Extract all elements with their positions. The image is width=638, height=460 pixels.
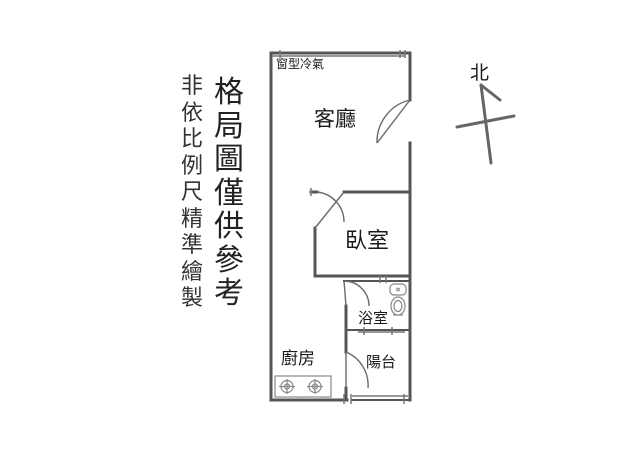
disclaimer-char: 例 [181, 153, 204, 179]
disclaimer-char: 供 [214, 209, 244, 244]
door-balcony-swing [345, 351, 369, 389]
disclaimer-char: 依 [181, 100, 204, 126]
disclaimer-char: 格 [214, 75, 244, 110]
windows [272, 50, 408, 404]
balcony-label: 陽台 [366, 353, 397, 371]
disclaimer-char: 比 [181, 127, 204, 152]
disclaimer-not-to-scale: 非 依 比 例 尺 精 準 繪 製 [181, 76, 203, 315]
door-bathroom [343, 280, 347, 307]
compass-north-needle [479, 83, 493, 165]
kitchen-label: 廚房 [281, 349, 315, 369]
disclaimer-char: 精 [181, 206, 204, 232]
compass-north-label: 北 [470, 62, 490, 84]
disclaimer-for-reference: 格 局 圖 僅 供 參 考 [214, 78, 244, 313]
doors [314, 99, 411, 389]
disclaimer-char: 局 [214, 108, 244, 144]
door-entrance-swing [376, 99, 411, 144]
disclaimer-char: 非 [181, 74, 204, 99]
fixtures [274, 283, 407, 398]
disclaimer-char: 製 [181, 286, 204, 311]
disclaimer-char: 準 [181, 233, 204, 258]
disclaimer-char: 考 [214, 276, 244, 311]
compass-north-arrowhead [479, 83, 502, 102]
disclaimer-char: 僅 [214, 175, 244, 211]
compass-rose [455, 83, 516, 165]
walls [269, 51, 412, 402]
disclaimer-char: 尺 [181, 180, 204, 205]
window-ac-label: 窗型冷氣 [276, 57, 325, 71]
compass-east-west-line [455, 114, 516, 129]
living-room-label: 客廳 [314, 107, 356, 131]
door-entrance [376, 99, 411, 144]
bathroom-label: 浴室 [358, 309, 389, 327]
disclaimer-char: 繪 [181, 259, 204, 285]
disclaimer-char: 圖 [214, 142, 244, 177]
toilet-icon [390, 296, 406, 316]
door-bathroom-swing [343, 280, 370, 307]
sink-icon [389, 283, 407, 296]
disclaimer-char: 參 [214, 242, 244, 278]
stove-icon [274, 375, 332, 398]
bedroom-label: 臥室 [345, 229, 390, 254]
door-bedroom-swing [316, 191, 345, 223]
door-bedroom [314, 191, 345, 229]
